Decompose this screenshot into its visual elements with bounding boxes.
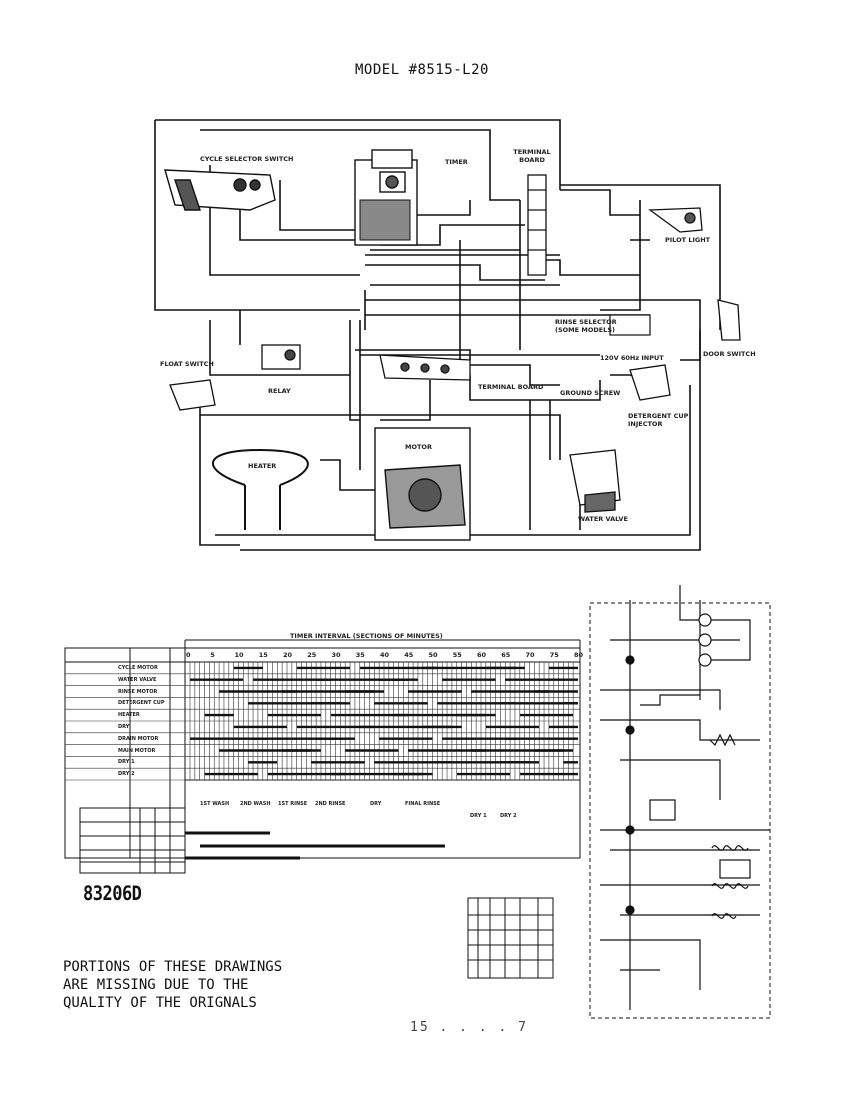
- minute-tick-label: 25: [307, 651, 317, 659]
- timer-function-label: CYCLE MOTOR: [118, 665, 158, 671]
- timer-function-label: RINSE MOTOR: [118, 688, 158, 695]
- minute-tick-label: 45: [404, 651, 414, 659]
- timer-function-label: DRY 1: [118, 759, 135, 766]
- minute-tick-label: 60: [477, 651, 487, 659]
- minute-tick-label: 80: [574, 651, 584, 659]
- minute-tick-label: 70: [525, 651, 535, 659]
- door-switch-label: DOOR SWITCH: [703, 350, 756, 358]
- voltage-label: 120V 60Hz INPUT: [600, 354, 664, 362]
- minute-tick-label: 15: [258, 651, 268, 659]
- notice-line-3: QUALITY OF THE ORIGNALS: [63, 995, 257, 1011]
- missing-portions-notice: PORTIONS OF THESE DRAWINGS ARE MISSING D…: [63, 958, 282, 1012]
- heater-label: HEATER: [248, 462, 277, 470]
- minute-tick-label: 30: [331, 651, 341, 659]
- timer-section-label: 2ND WASH: [240, 801, 271, 807]
- timer-function-label: WATER VALVE: [118, 676, 157, 683]
- cycle-selector-switch-label: CYCLE SELECTOR SWITCH: [200, 155, 294, 163]
- terminal-board-label: TERMINAL BOARD: [478, 383, 544, 391]
- timer-section-label: 1ST RINSE: [278, 801, 308, 807]
- pilot-light-label: PILOT LIGHT: [665, 236, 711, 244]
- notice-line-2: ARE MISSING DUE TO THE: [63, 977, 249, 993]
- timer-function-label: DRY: [118, 724, 130, 730]
- timer-function-label: HEATER: [118, 712, 140, 719]
- timer-chart-heading: TIMER INTERVAL (SECTIONS OF MINUTES): [290, 632, 443, 640]
- timer-label: TIMER: [445, 158, 468, 166]
- timer-section-label: DRY 2: [500, 813, 517, 819]
- timer-section-label: FINAL RINSE: [405, 801, 441, 807]
- motor-label: MOTOR: [405, 443, 432, 451]
- minute-tick-label: 35: [355, 651, 365, 659]
- float-switch-label: FLOAT SWITCH: [160, 360, 214, 368]
- ground-screw-label: GROUND SCREW: [560, 389, 621, 397]
- terminal-board-top-label: TERMINAL BOARD: [513, 148, 551, 164]
- part-number: 83206D: [83, 882, 142, 906]
- minute-tick-label: 5: [210, 651, 215, 659]
- footer-mark: 15 . . . . 7: [410, 1020, 528, 1035]
- timer-function-label: DETERGENT CUP: [118, 700, 165, 707]
- page-title: MODEL #8515-L20: [355, 62, 489, 78]
- timer-section-label: 2ND RINSE: [315, 801, 346, 807]
- notice-line-1: PORTIONS OF THESE DRAWINGS: [63, 959, 283, 975]
- timer-function-label: DRY 2: [118, 771, 135, 778]
- water-valve-label: WATER VALVE: [578, 515, 628, 523]
- timer-function-label: DRAIN MOTOR: [118, 735, 159, 742]
- timer-section-label: DRY 1: [470, 813, 487, 819]
- detergent-cup-injector-label: DETERGENT CUP INJECTOR: [628, 412, 689, 428]
- timer-section-label: 1ST WASH: [200, 801, 230, 807]
- minute-tick-label: 50: [428, 651, 438, 659]
- minute-tick-label: 55: [452, 651, 462, 659]
- minute-tick-label: 20: [283, 651, 293, 659]
- rinse-selector-label: RINSE SELECTOR (SOME MODELS): [555, 318, 617, 334]
- minute-tick-label: 65: [501, 651, 511, 659]
- minute-tick-label: 40: [380, 651, 390, 659]
- timer-section-label: DRY: [370, 801, 382, 807]
- minute-tick-label: 0: [186, 651, 191, 659]
- relay-label: RELAY: [268, 387, 291, 395]
- minute-tick-label: 75: [549, 651, 559, 659]
- timer-function-label: MAIN MOTOR: [118, 747, 156, 754]
- minute-tick-label: 10: [234, 651, 244, 659]
